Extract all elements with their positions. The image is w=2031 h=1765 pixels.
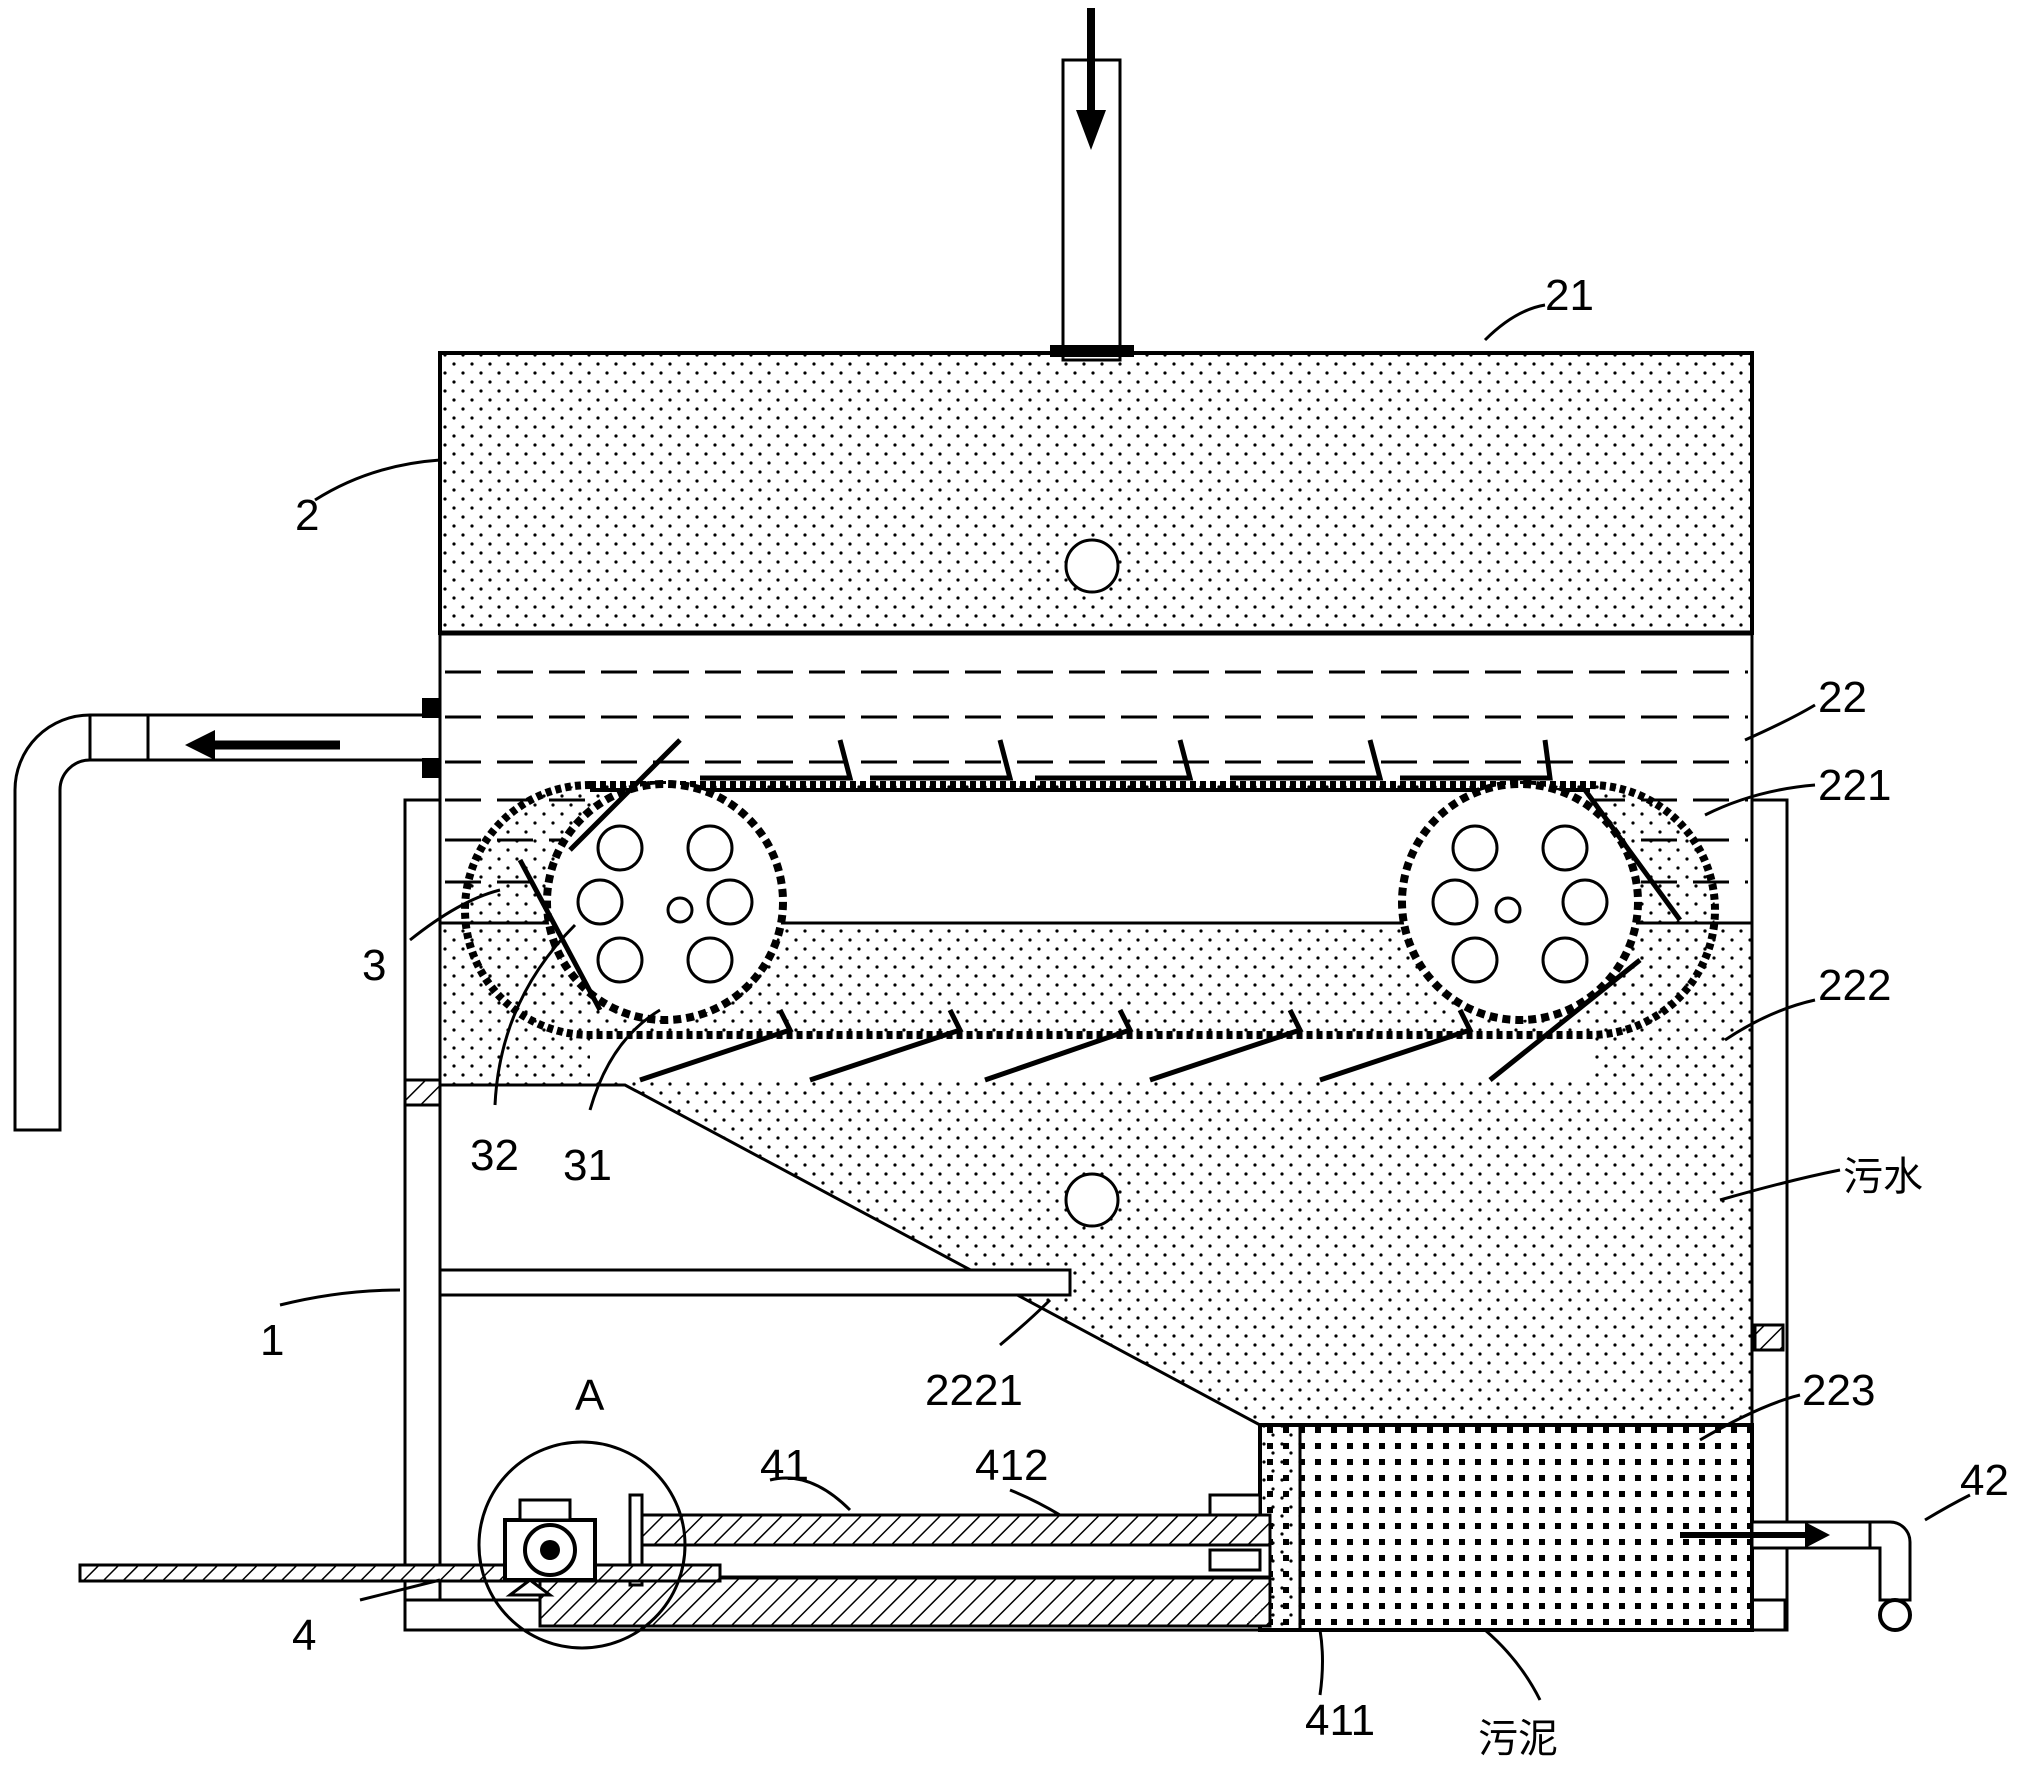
sprocket-left	[543, 780, 787, 1024]
leader-lines	[279, 303, 1971, 1701]
label-411: 411	[1305, 1696, 1375, 1745]
label-A: A	[575, 1371, 605, 1420]
push-rod	[538, 1493, 1272, 1628]
label-1: 1	[260, 1316, 284, 1365]
conveyor	[461, 738, 1719, 1083]
label-2: 2	[295, 491, 319, 540]
scraper-plates-top	[568, 738, 1683, 922]
label-sewage: 污水	[1843, 1154, 1923, 1200]
label-223: 223	[1802, 1366, 1875, 1415]
label-2221: 2221	[925, 1366, 1023, 1415]
label-221: 221	[1818, 761, 1891, 810]
label-sludge: 污泥	[1478, 1716, 1558, 1762]
outlet-pipe-left	[13, 698, 442, 1132]
inlet-pipe	[1050, 8, 1134, 362]
motor	[78, 1440, 722, 1650]
label-412: 412	[975, 1441, 1048, 1490]
label-21: 21	[1545, 271, 1594, 320]
label-3: 3	[362, 941, 386, 990]
sprocket-right	[1398, 780, 1642, 1024]
label-41: 41	[760, 1441, 809, 1490]
label-31: 31	[563, 1141, 612, 1190]
label-22: 22	[1818, 673, 1867, 722]
sludge-box	[1258, 1423, 1754, 1632]
label-222: 222	[1818, 961, 1891, 1010]
label-4: 4	[292, 1611, 316, 1660]
label-32: 32	[470, 1131, 519, 1180]
outlet-pipe-right	[1680, 1520, 1912, 1632]
label-42: 42	[1960, 1456, 2009, 1505]
scraper-plates-bottom	[517, 858, 1642, 1083]
